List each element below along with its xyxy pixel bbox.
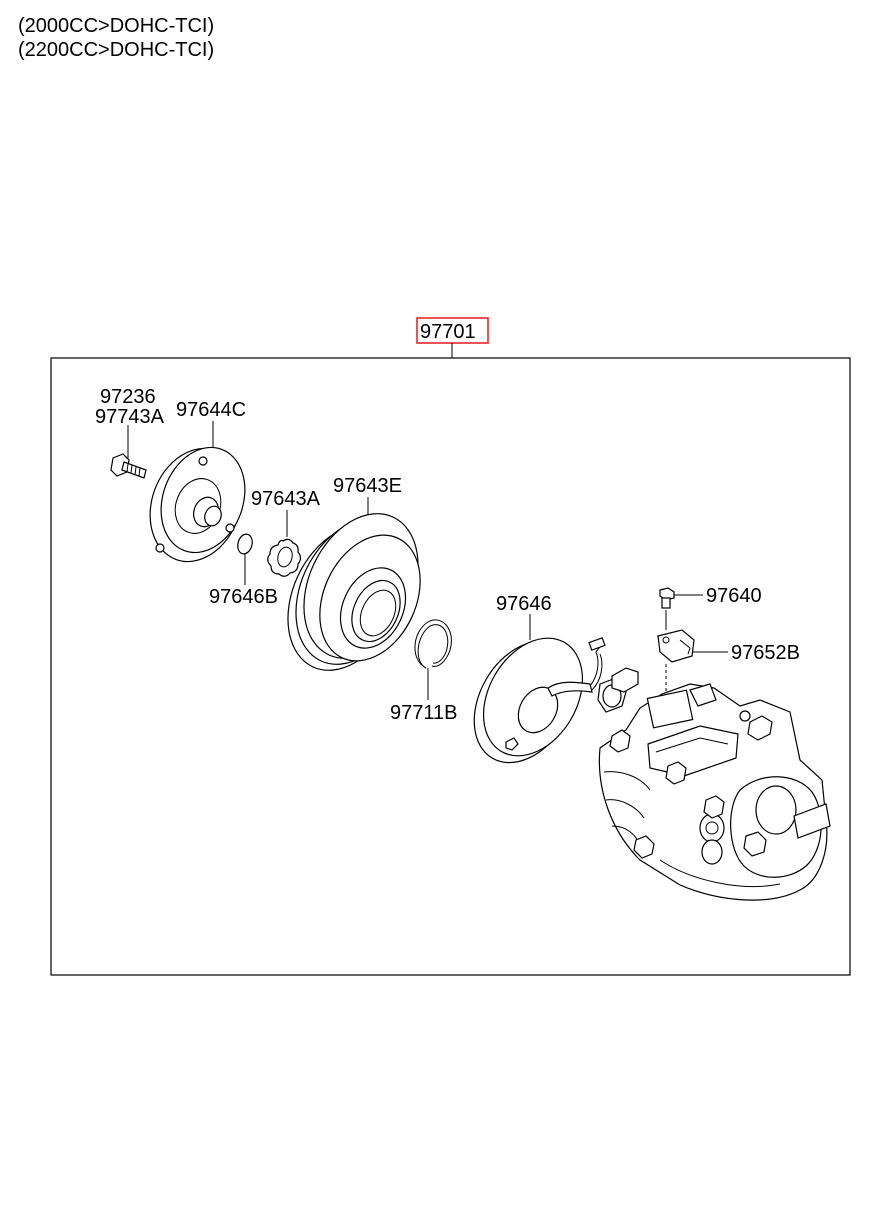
label-97652B[interactable]: 97652B [731,642,800,664]
engine-variant-1: (2000CC>DOHC-TCI) [18,15,215,37]
bolt-part[interactable] [110,453,147,479]
label-97646B[interactable]: 97646B [209,586,278,608]
wave-washer-part[interactable] [267,538,302,577]
label-97236[interactable]: 97236 [100,386,156,408]
snap-ring-part[interactable] [414,619,452,669]
label-97711B[interactable]: 97711B [390,702,457,724]
label-97646[interactable]: 97646 [496,593,552,615]
label-97743A[interactable]: 97743A [95,406,165,428]
small-bolt-part[interactable] [659,587,675,630]
compressor-body[interactable] [598,683,831,901]
clutch-hub-part[interactable] [135,435,259,574]
label-97644C[interactable]: 97644C [176,399,246,421]
shim-ring-part[interactable] [236,533,255,556]
engine-variant-2: (2200CC>DOHC-TCI) [18,39,215,61]
assembly-frame [50,357,851,976]
bracket-part[interactable] [657,629,695,700]
label-97643A[interactable]: 97643A [251,488,321,510]
assembly-number[interactable]: 97701 [420,321,476,343]
pulley-part[interactable] [266,495,440,689]
label-97640[interactable]: 97640 [706,585,762,607]
field-coil-part[interactable] [454,620,639,780]
label-97643E[interactable]: 97643E [333,475,402,497]
